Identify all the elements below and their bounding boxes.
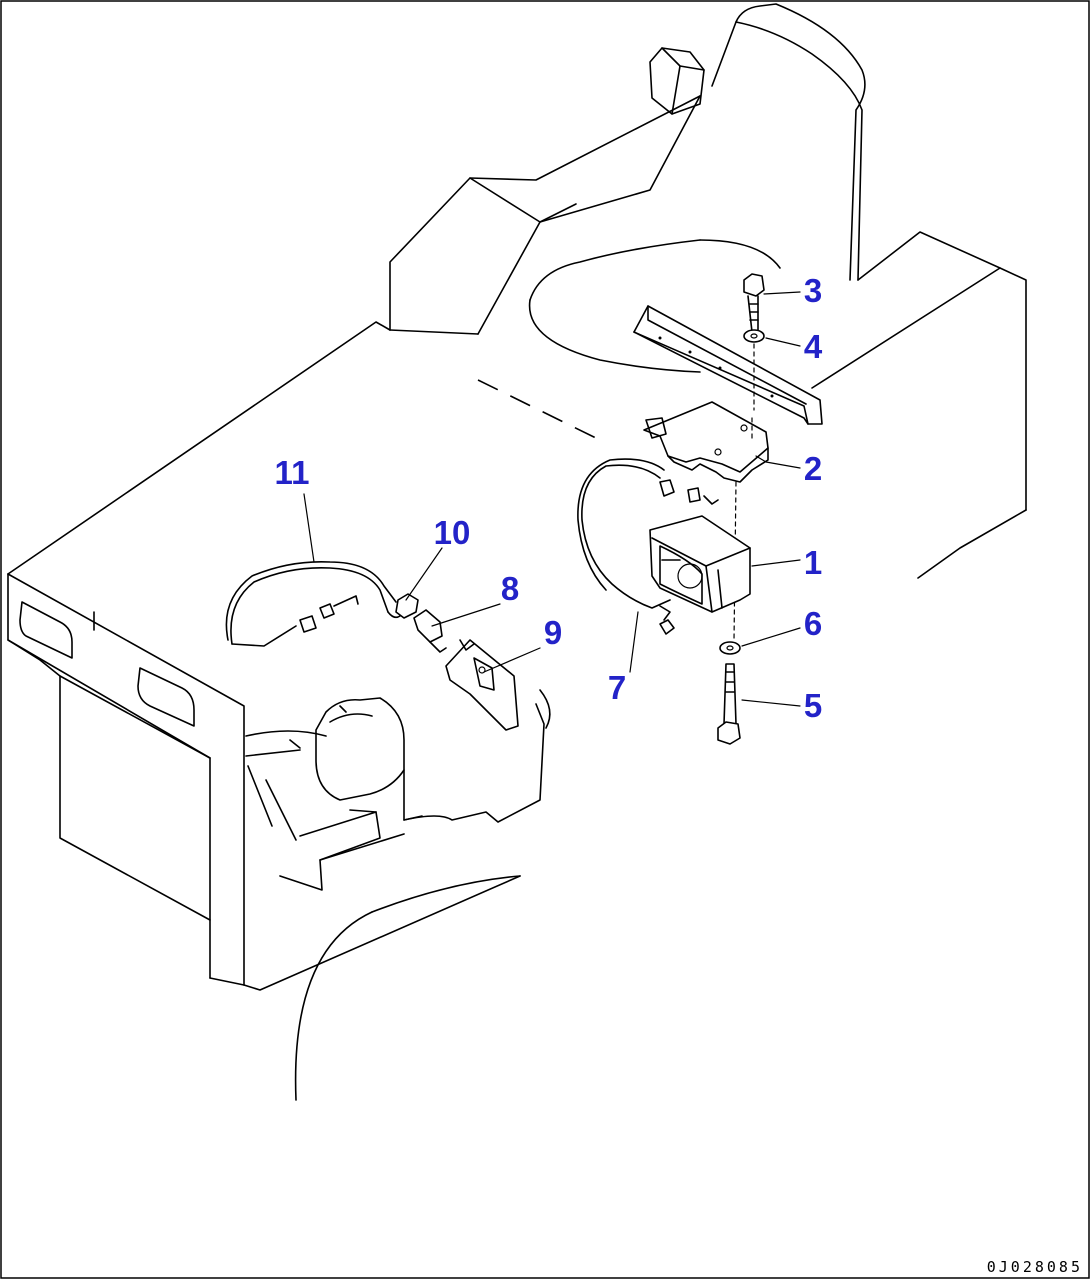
- callout-10: 10: [434, 514, 471, 551]
- wiring-harness-horn: [577, 458, 719, 635]
- drawing-code: 0J028085: [987, 1258, 1083, 1276]
- callout-2: 2: [804, 450, 822, 487]
- callout-4: 4: [804, 328, 823, 365]
- long-bolt: [723, 663, 737, 725]
- bolt: [743, 273, 765, 297]
- switch-bracket: [445, 639, 519, 731]
- callout-8: 8: [501, 570, 519, 607]
- callouts: 1 2 3 4 5 6 7 8 9 10 11: [275, 272, 823, 724]
- switch: [413, 609, 443, 643]
- horn-body: [649, 515, 751, 613]
- fastener-stack: [717, 273, 765, 745]
- callout-7: 7: [608, 669, 626, 706]
- washer: [719, 641, 741, 655]
- callout-5: 5: [804, 687, 822, 724]
- callout-1: 1: [804, 544, 822, 581]
- mounting-rail: [633, 305, 823, 425]
- callout-9: 9: [544, 614, 562, 651]
- washer: [743, 329, 765, 343]
- connector: [395, 593, 419, 619]
- callout-6: 6: [804, 605, 822, 642]
- headlight-left: [19, 601, 73, 659]
- headlight-right: [137, 667, 195, 727]
- horn-bracket: [643, 401, 769, 483]
- leader-lines: [303, 291, 801, 707]
- switch-assembly: [225, 560, 519, 731]
- machine-body: [7, 3, 1027, 1101]
- callout-11: 11: [275, 454, 310, 491]
- callout-3: 3: [804, 272, 822, 309]
